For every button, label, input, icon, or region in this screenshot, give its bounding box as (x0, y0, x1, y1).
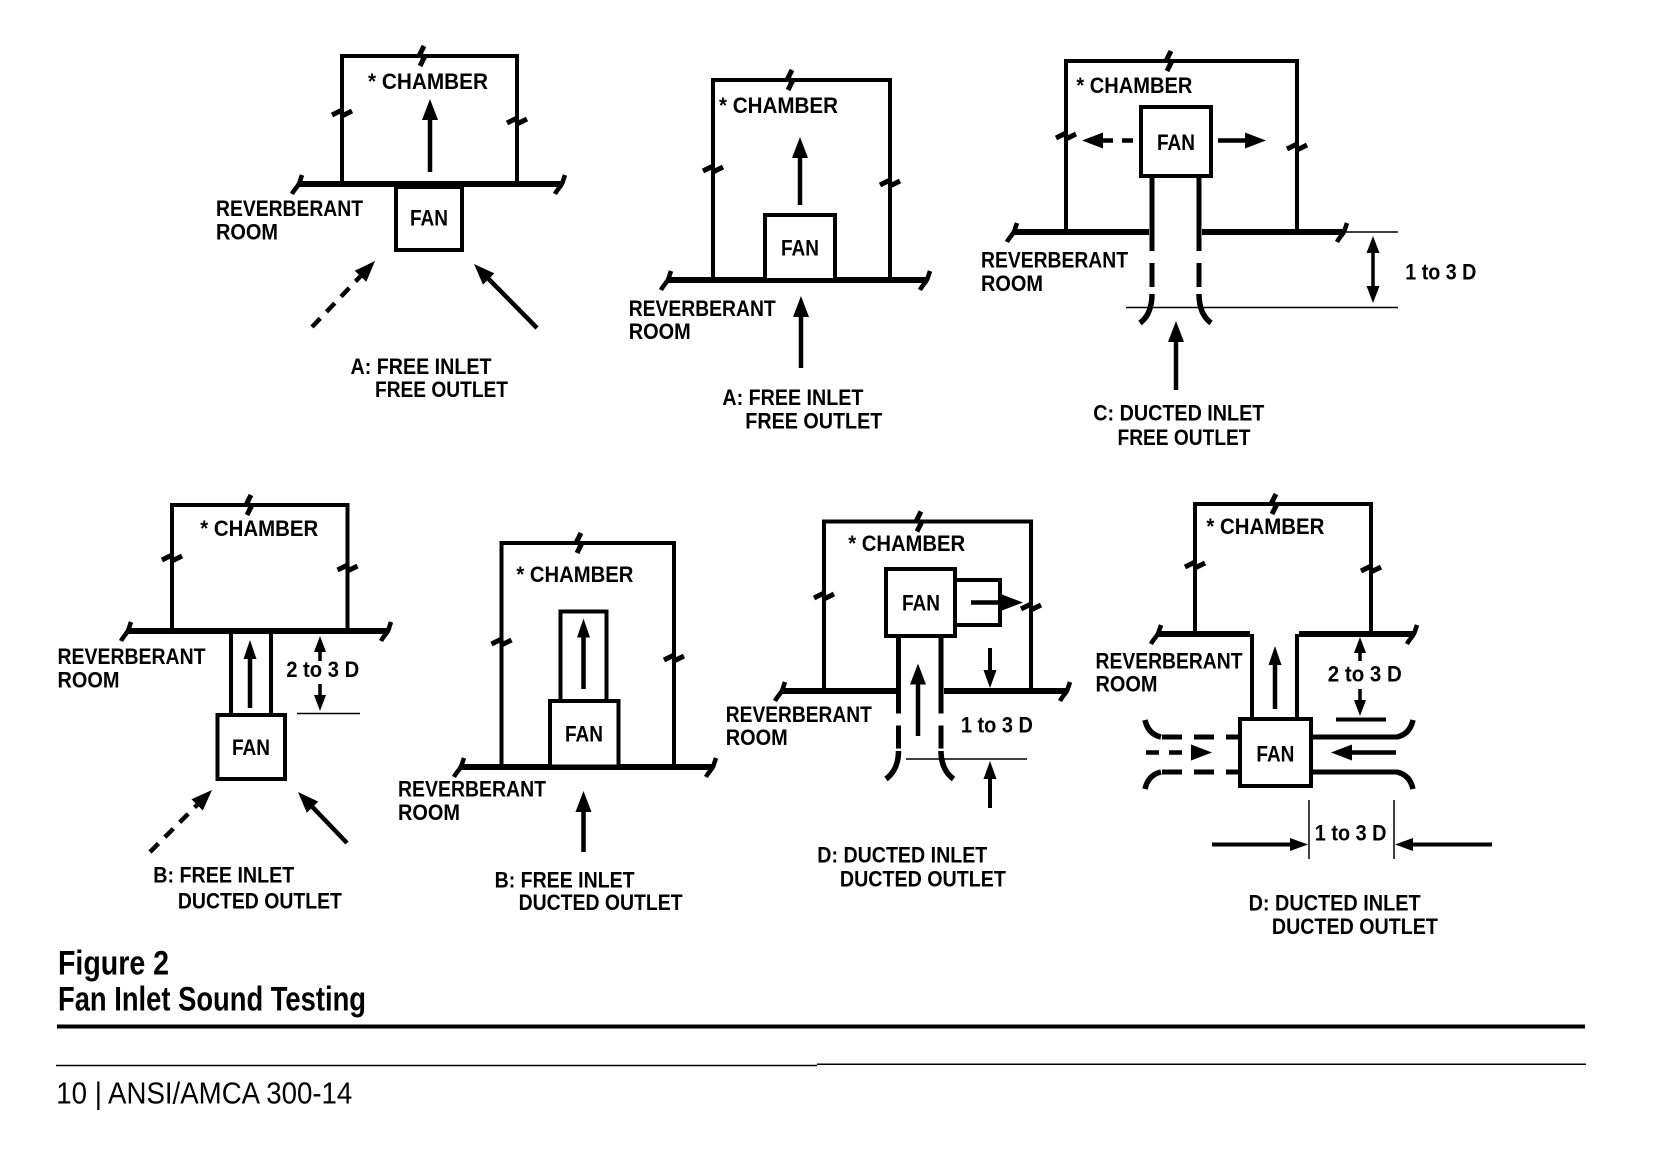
svg-text:ROOM: ROOM (398, 800, 460, 825)
svg-text:REVERBERANT: REVERBERANT (398, 777, 546, 802)
svg-text:* CHAMBER: * CHAMBER (848, 531, 965, 556)
svg-text:FREE OUTLET: FREE OUTLET (1118, 425, 1251, 450)
svg-text:DUCTED OUTLET: DUCTED OUTLET (178, 889, 342, 914)
svg-text:* CHAMBER: * CHAMBER (1206, 514, 1324, 539)
svg-text:FAN: FAN (565, 722, 603, 747)
svg-text:Fan Inlet Sound Testing: Fan Inlet Sound Testing (58, 981, 366, 1019)
svg-text:REVERBERANT: REVERBERANT (726, 702, 872, 727)
svg-text:2 to 3 D: 2 to 3 D (1328, 662, 1402, 687)
svg-text:ROOM: ROOM (58, 668, 120, 693)
svg-text:B: FREE INLET: B: FREE INLET (153, 863, 294, 888)
svg-text:Figure 2: Figure 2 (58, 945, 169, 983)
svg-text:1 to 3 D: 1 to 3 D (961, 713, 1033, 738)
svg-text:REVERBERANT: REVERBERANT (629, 296, 776, 321)
svg-text:REVERBERANT: REVERBERANT (1096, 648, 1243, 673)
svg-text:* CHAMBER: * CHAMBER (516, 562, 633, 587)
svg-text:A: FREE INLET: A: FREE INLET (351, 354, 492, 379)
svg-text:DUCTED OUTLET: DUCTED OUTLET (1272, 914, 1439, 939)
svg-text:B: FREE INLET: B: FREE INLET (495, 867, 635, 892)
svg-text:FAN: FAN (902, 591, 940, 616)
svg-text:REVERBERANT: REVERBERANT (981, 248, 1128, 273)
svg-text:ROOM: ROOM (216, 220, 278, 245)
svg-text:10 | ANSI/AMCA 300-14: 10 | ANSI/AMCA 300-14 (56, 1076, 352, 1111)
svg-text:* CHAMBER: * CHAMBER (719, 93, 838, 118)
svg-text:1 to 3 D: 1 to 3 D (1315, 820, 1387, 845)
svg-text:FAN: FAN (781, 236, 819, 261)
svg-text:FAN: FAN (410, 206, 448, 231)
svg-text:ROOM: ROOM (629, 319, 691, 344)
svg-text:C: DUCTED INLET: C: DUCTED INLET (1093, 400, 1265, 425)
svg-text:* CHAMBER: * CHAMBER (200, 516, 318, 541)
svg-text:FAN: FAN (1256, 741, 1294, 766)
svg-text:DUCTED OUTLET: DUCTED OUTLET (840, 867, 1007, 892)
svg-text:DUCTED OUTLET: DUCTED OUTLET (519, 890, 683, 915)
svg-text:A: FREE INLET: A: FREE INLET (722, 385, 863, 410)
svg-text:D: DUCTED INLET: D: DUCTED INLET (1249, 890, 1422, 915)
svg-text:FAN: FAN (232, 735, 270, 760)
svg-text:REVERBERANT: REVERBERANT (58, 644, 206, 669)
svg-text:* CHAMBER: * CHAMBER (368, 69, 488, 94)
svg-text:FREE OUTLET: FREE OUTLET (375, 377, 508, 402)
svg-text:2 to 3 D: 2 to 3 D (286, 657, 359, 682)
svg-text:FREE OUTLET: FREE OUTLET (745, 408, 882, 433)
svg-text:ROOM: ROOM (1096, 671, 1158, 696)
svg-text:1 to 3 D: 1 to 3 D (1405, 260, 1476, 285)
svg-text:* CHAMBER: * CHAMBER (1076, 73, 1192, 98)
svg-text:REVERBERANT: REVERBERANT (216, 196, 363, 221)
svg-text:FAN: FAN (1157, 130, 1195, 155)
svg-text:ROOM: ROOM (981, 271, 1043, 296)
svg-text:ROOM: ROOM (726, 725, 788, 750)
svg-text:D: DUCTED INLET: D: DUCTED INLET (817, 843, 987, 868)
